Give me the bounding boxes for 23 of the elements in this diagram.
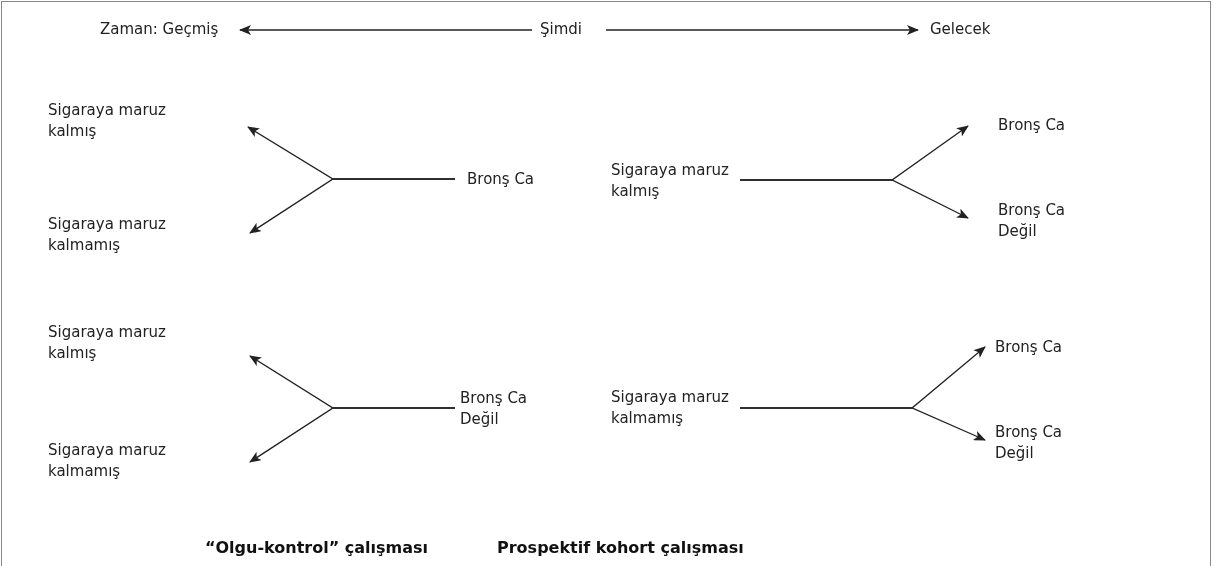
group-label: Bronş Ca [467,169,547,190]
group-label: Bronş Ca Değil [460,388,540,430]
group-label: Sigaraya maruz kalmamış [48,440,173,482]
arrow [739,179,969,219]
group-label: Sigaraya maruz kalmamış [48,214,173,256]
arrow [239,25,533,35]
study-caption: Prospektif kohort çalışması [497,538,744,557]
timeline-label: Gelecek [930,19,1010,40]
group-label: Sigaraya maruz kalmış [611,160,736,202]
group-label: Bronş Ca Değil [998,200,1088,242]
group-label: Sigaraya maruz kalmış [48,100,173,142]
group-label: Bronş Ca [995,337,1085,358]
arrow [249,407,456,463]
arrow [739,407,986,441]
timeline-label: Zaman: Geçmiş [100,19,240,40]
arrow [249,178,456,234]
group-label: Bronş Ca [998,115,1088,136]
timeline-label: Şimdi [540,19,600,40]
arrow [605,25,919,35]
group-label: Bronş Ca Değil [995,422,1085,464]
group-label: Sigaraya maruz kalmış [48,322,173,364]
study-caption: “Olgu-kontrol” çalışması [205,538,429,557]
group-label: Sigaraya maruz kalmamış [611,387,736,429]
